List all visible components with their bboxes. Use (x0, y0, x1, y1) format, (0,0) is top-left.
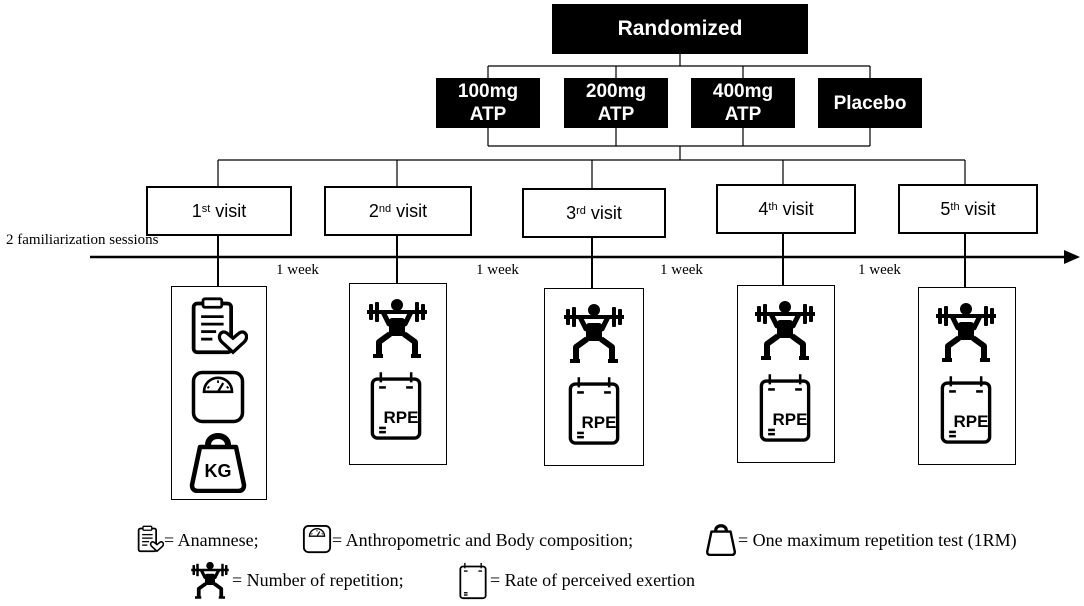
visit-5-panel: RPE (918, 287, 1016, 465)
legend-kg-text: KG (723, 554, 739, 556)
legend-repetition: = Number of repetition; (232, 570, 404, 590)
rpe-board-icon: RPE (567, 375, 621, 447)
group-label: Placebo (833, 92, 907, 114)
visit-word: visit (396, 200, 428, 221)
visit-4-panel: RPE (737, 285, 835, 463)
legend-1rm: = One maximum repetition test (1RM) (738, 530, 1017, 550)
visit-suffix: nd (378, 203, 392, 215)
week-label-2: 1 week (476, 262, 519, 278)
group-substance-label: ATP (469, 104, 507, 125)
visit-suffix: st (201, 203, 211, 215)
kg-text: KG (205, 461, 232, 481)
visit-word: visit (215, 200, 247, 221)
legend-kettlebell-icon: KG (704, 522, 738, 556)
group-placebo: Placebo (818, 78, 922, 128)
legend-clipboard-icon (136, 522, 164, 556)
group-dose-label: 400mg (712, 81, 774, 102)
week-label-1: 1 week (276, 262, 319, 278)
group-dose-label: 200mg (585, 81, 647, 102)
visit-word: visit (782, 198, 814, 219)
legend-rpe: = Rate of perceived exertion (490, 570, 696, 590)
visit-suffix: rd (576, 205, 586, 217)
clipboard-heart-icon (188, 295, 248, 357)
rpe-board-icon: RPE (939, 374, 993, 446)
rpe-board-icon: RPE (758, 372, 812, 444)
squat-lifter-icon (561, 301, 627, 365)
kettlebell-kg-icon: KG (186, 429, 250, 493)
visit-3-panel: RPE (544, 288, 644, 466)
squat-lifter-icon (364, 296, 430, 360)
visit-num: 4 (758, 198, 769, 219)
legend-rpe-icon: RPE (458, 562, 488, 600)
visit-word: visit (590, 202, 622, 223)
week-label-3: 1 week (660, 262, 703, 278)
visit-1-panel: KG (171, 286, 267, 500)
legend-scale-icon (302, 524, 332, 554)
visit-suffix: th (768, 201, 778, 213)
randomized-header: Randomized (552, 4, 808, 54)
group-substance-label: ATP (597, 104, 635, 125)
rpe-board-icon: RPE (369, 370, 423, 442)
rpe-text: RPE (384, 408, 419, 427)
rpe-text: RPE (582, 413, 617, 432)
legend-anamnese: = Anamnese; (164, 530, 259, 550)
rpe-text: RPE (954, 412, 989, 431)
visit-num: 1 (191, 200, 202, 221)
legend-anthropometric: = Anthropometric and Body composition; (332, 530, 634, 550)
visit-suffix: th (950, 201, 960, 213)
squat-lifter-icon (933, 300, 999, 364)
week-label-4: 1 week (858, 262, 901, 278)
legend-lifter-icon (190, 560, 230, 600)
rpe-text: RPE (773, 410, 808, 429)
squat-lifter-icon (752, 298, 818, 362)
group-substance-label: ATP (724, 104, 762, 125)
visit-num: 2 (368, 200, 379, 221)
visit-word: visit (964, 198, 996, 219)
visit-num: 5 (940, 198, 951, 219)
visit-2-panel: RPE (349, 283, 447, 465)
group-dose-label: 100mg (457, 81, 519, 102)
familiarization-label: 2 familiarization sessions (6, 232, 159, 248)
body-scale-icon (190, 369, 246, 425)
visit-num: 3 (566, 202, 577, 223)
